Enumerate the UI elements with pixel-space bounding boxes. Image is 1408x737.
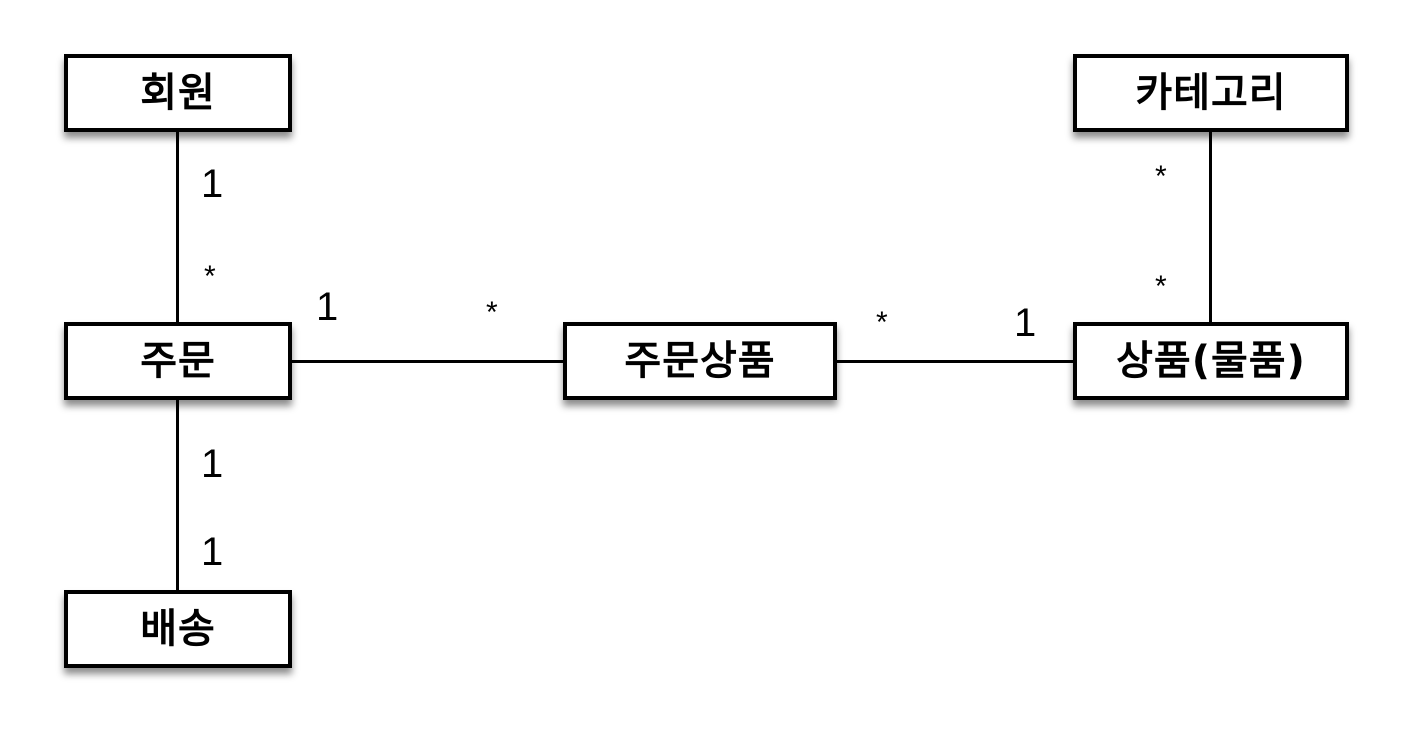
entity-category-label: 카테고리 bbox=[1135, 70, 1287, 116]
entity-member-label: 회원 bbox=[140, 70, 216, 116]
connector-order-delivery bbox=[176, 398, 179, 592]
entity-category[interactable]: 카테고리 bbox=[1073, 54, 1349, 132]
multiplicity-order-end-delivery: 1 bbox=[201, 442, 224, 486]
connector-order-orderitem bbox=[288, 360, 566, 363]
entity-order[interactable]: 주문 bbox=[64, 322, 292, 400]
connector-orderitem-item bbox=[834, 360, 1076, 363]
multiplicity-order-end-orderitem: 1 bbox=[316, 285, 339, 329]
multiplicity-orderitem-end-item: * bbox=[876, 306, 888, 339]
entity-order-item-label: 주문상품 bbox=[624, 338, 776, 384]
multiplicity-delivery-end: 1 bbox=[201, 530, 224, 574]
entity-member[interactable]: 회원 bbox=[64, 54, 292, 132]
entity-delivery-label: 배송 bbox=[140, 606, 216, 652]
entity-item-label: 상품(물품) bbox=[1116, 338, 1306, 384]
multiplicity-order-end-member: * bbox=[204, 260, 216, 293]
entity-delivery[interactable]: 배송 bbox=[64, 590, 292, 668]
multiplicity-member-end: 1 bbox=[201, 162, 224, 206]
multiplicity-orderitem-end-order: * bbox=[486, 296, 498, 329]
entity-order-item[interactable]: 주문상품 bbox=[563, 322, 837, 400]
multiplicity-item-end-orderitem: 1 bbox=[1014, 301, 1037, 345]
connector-category-item bbox=[1209, 128, 1212, 324]
entity-item[interactable]: 상품(물품) bbox=[1073, 322, 1349, 400]
multiplicity-item-end-category: * bbox=[1155, 270, 1167, 303]
multiplicity-category-end: * bbox=[1155, 160, 1167, 193]
connector-member-order bbox=[176, 130, 179, 324]
entity-order-label: 주문 bbox=[140, 338, 216, 384]
